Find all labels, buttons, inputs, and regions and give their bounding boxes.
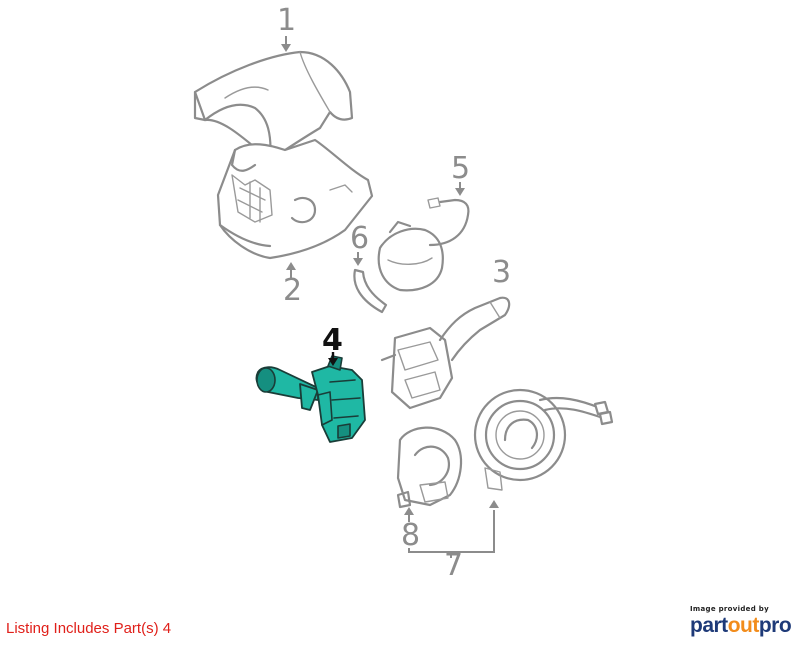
callout-2-arrowhead — [286, 262, 296, 270]
callout-4-arrowhead — [328, 358, 338, 366]
callout-6-arrowhead — [353, 258, 363, 266]
logo-pro: pro — [758, 614, 792, 637]
part-6-trim — [353, 268, 388, 314]
callout-7-arrowhead — [489, 500, 499, 508]
part-3-wiper-switch — [380, 296, 511, 410]
logo-out: out — [727, 614, 760, 637]
part-8-angle-sensor — [396, 426, 463, 509]
callout-8: 8 — [401, 518, 420, 553]
credit-caption: Image provided by — [690, 605, 769, 613]
callout-1: 1 — [277, 3, 296, 38]
part-7-clockspring — [473, 388, 614, 491]
callout-8-arrowhead — [404, 507, 414, 515]
callout-5-arrowhead — [455, 188, 465, 196]
callout-5: 5 — [451, 151, 470, 186]
callout-1-arrowhead — [281, 44, 291, 52]
listing-note: Listing Includes Part(s) 4 — [6, 620, 172, 637]
part-1-upper-cover — [193, 50, 354, 162]
callout-7: 7 — [444, 548, 463, 583]
logo-part: part — [690, 614, 728, 637]
callout-4: 4 — [322, 323, 343, 358]
part-4-turn-signal-switch — [255, 355, 366, 443]
callout-2: 2 — [283, 273, 302, 308]
part-2-lower-cover — [216, 138, 374, 260]
callout-7-bracket — [408, 510, 495, 553]
part-5-sensor — [377, 197, 470, 292]
callout-6: 6 — [350, 221, 369, 256]
partoutpro-logo: partoutpro — [690, 614, 795, 638]
image-credit: Image provided by partoutpro — [690, 605, 795, 638]
callout-3: 3 — [492, 255, 511, 290]
